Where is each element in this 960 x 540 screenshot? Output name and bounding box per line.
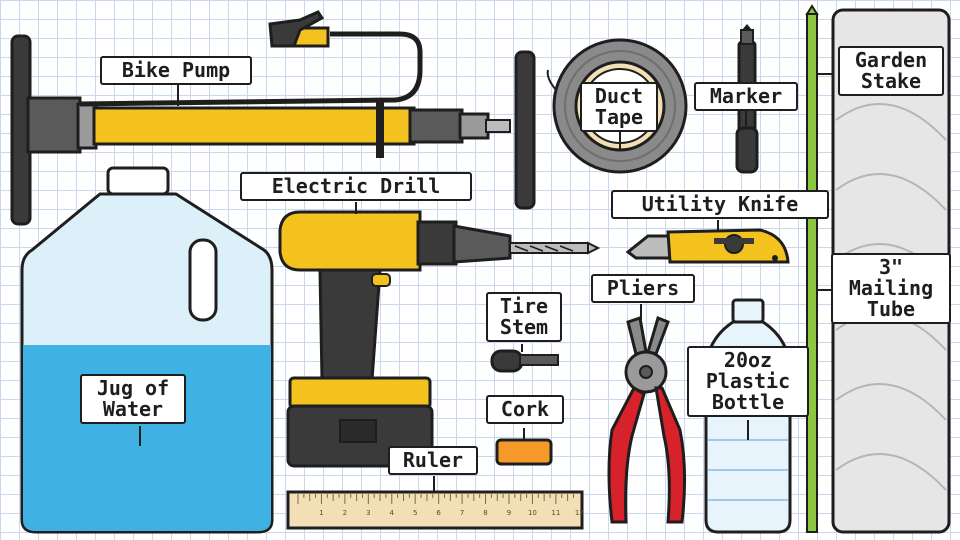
ruler-number: 4 — [390, 509, 395, 517]
label-electric-drill: Electric Drill — [240, 172, 472, 201]
ruler-number: 2 — [343, 509, 347, 517]
ruler-number: 7 — [460, 509, 464, 517]
label-jug-of-water: Jug of Water — [80, 374, 186, 424]
ruler-number: 3 — [366, 509, 370, 517]
label-pliers: Pliers — [591, 274, 695, 303]
label-marker: Marker — [694, 82, 798, 111]
garden-stake-illustration — [805, 4, 819, 533]
utility-knife-illustration — [625, 228, 790, 264]
label-garden-stake: Garden Stake — [838, 46, 944, 96]
ruler-number: 1 — [319, 509, 323, 517]
tire-stem-illustration — [490, 349, 559, 373]
label-utility-knife: Utility Knife — [611, 190, 829, 219]
ruler-number: 12 — [575, 509, 584, 517]
cork-illustration — [495, 438, 553, 466]
ruler-number: 5 — [413, 509, 417, 517]
ruler-number: 6 — [436, 509, 441, 517]
label-duct-tape: Duct Tape — [580, 82, 658, 132]
jug-of-water-illustration — [20, 166, 274, 534]
ruler-number: 9 — [507, 509, 511, 517]
label-mailing-tube: 3" Mailing Tube — [831, 253, 951, 324]
ruler-number: 10 — [528, 509, 537, 517]
label-ruler: Ruler — [388, 446, 478, 475]
bike-pump-illustration — [10, 10, 536, 226]
label-bike-pump: Bike Pump — [100, 56, 252, 85]
label-leader-lines — [139, 73, 834, 492]
label-cork: Cork — [486, 395, 564, 424]
label-tire-stem: Tire Stem — [486, 292, 562, 342]
ruler-number: 8 — [483, 509, 487, 517]
label-plastic-bottle: 20oz Plastic Bottle — [687, 346, 809, 417]
pliers-illustration — [607, 315, 687, 524]
ruler-number: 11 — [551, 509, 560, 517]
